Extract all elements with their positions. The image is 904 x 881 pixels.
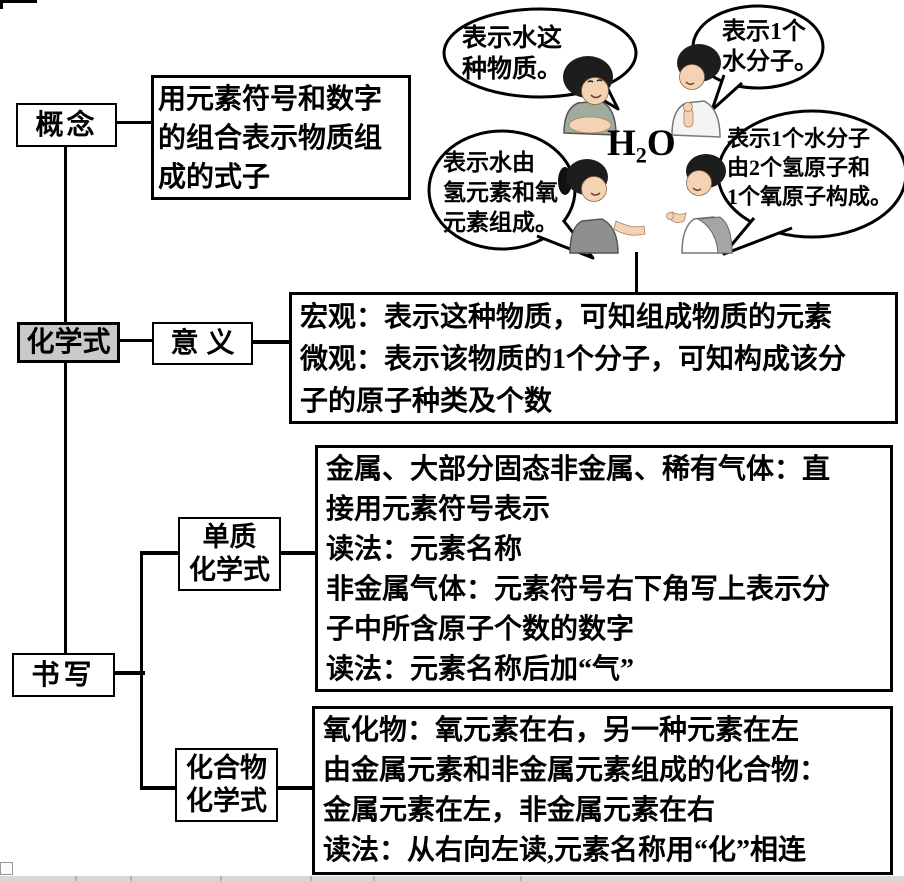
box-compound-detail: 氧化物：氧元素在右，另一种元素在左 由金属元素和非金属元素组成的化合物： 金属元…: [312, 706, 893, 875]
connector-compound-detail: [278, 786, 315, 790]
children-illustration: [558, 44, 733, 254]
connector-illustration-meaning: [635, 252, 638, 293]
node-concept: 概念: [16, 103, 117, 147]
bubble-text-mid-left: 表示水由 氢元素和氧 元素组成。: [443, 150, 558, 235]
connector-meaning-detail: [253, 340, 289, 344]
grid-edge-strip: [0, 876, 904, 881]
grid-tick: [373, 876, 375, 881]
bubble-text-top-left: 表示水这 种物质。: [462, 25, 563, 83]
grid-tick: [220, 876, 222, 881]
grid-tick: [310, 876, 312, 881]
girl-talking-figure: [558, 159, 646, 254]
connector-formula-writing: [64, 363, 67, 653]
connector-concept-definition: [117, 121, 151, 124]
node-element-formula: 单质 化学式: [178, 517, 281, 591]
boy-talking-figure: [563, 56, 617, 136]
boy-pointing-figure: [666, 154, 733, 254]
box-definition: 用元素符号和数字 的组合表示物质组 成的式子: [151, 75, 411, 200]
grid-tick: [520, 876, 522, 881]
grid-corner-handle: [0, 862, 13, 875]
node-writing: 书写: [12, 653, 115, 697]
connector-branch-element: [140, 551, 178, 555]
connector-branch-vertical: [140, 551, 143, 790]
node-meaning: 意义: [152, 322, 253, 365]
node-chemical-formula: 化学式: [17, 322, 120, 363]
connector-concept-formula: [64, 147, 67, 322]
grid-tick: [75, 876, 77, 881]
box-meaning-detail: 宏观：表示这种物质，可知组成物质的元素 微观：表示该物质的1个分子，可知构成该分…: [289, 292, 898, 424]
bubble-text-top-right: 表示1个 水分子。: [722, 19, 818, 75]
connector-writing-branch: [115, 671, 145, 675]
connector-branch-compound: [140, 786, 175, 790]
scan-artifact: [0, 0, 37, 3]
node-compound-formula: 化合物 化学式: [175, 748, 278, 822]
box-element-detail: 金属、大部分固态非金属、稀有气体：直 接用元素符号表示 读法：元素名称 非金属气…: [315, 445, 893, 692]
bubble-text-mid-right: 表示1个水分子 由2个氢原子和 1个氧原子构成。: [727, 126, 893, 209]
connector-formula-meaning: [120, 339, 152, 342]
scan-artifact: [0, 0, 3, 9]
connector-element-detail: [281, 551, 315, 555]
h2o-formula-label: H₂O: [607, 123, 676, 164]
grid-tick: [130, 876, 132, 881]
boy-listening-figure: [671, 44, 721, 138]
